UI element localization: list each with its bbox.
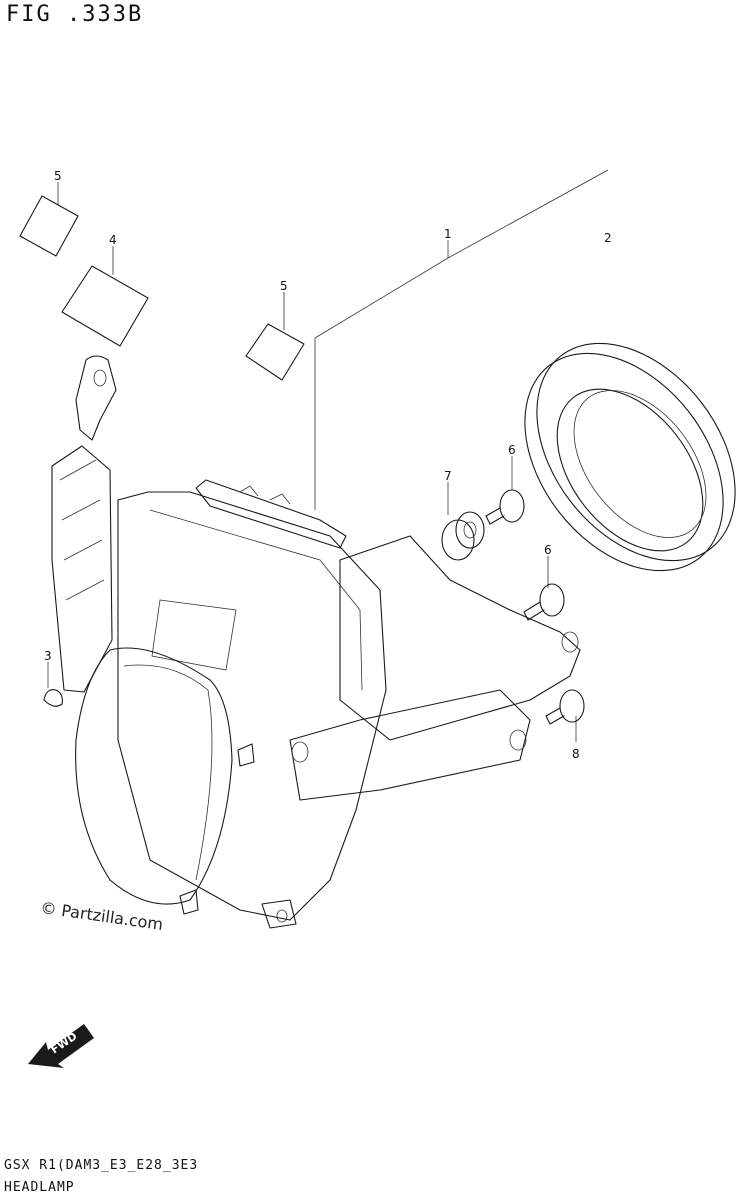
headlamp-assembly-1 — [51, 355, 581, 929]
label-sticker-5b — [245, 323, 305, 381]
fwd-arrow-icon: FWD — [28, 1024, 94, 1068]
model-code: GSX R1(DAM3_E3_E28_3E3 — [4, 1158, 199, 1173]
leader-lines — [47, 169, 609, 742]
screw-6b — [523, 583, 565, 621]
callout-1: 1 — [444, 227, 452, 241]
screw-8 — [545, 689, 585, 725]
callout-5a: 5 — [54, 169, 62, 183]
callout-6b: 6 — [544, 543, 552, 557]
label-sticker-4 — [61, 265, 149, 347]
callout-8: 8 — [572, 747, 580, 761]
callout-7: 7 — [444, 469, 452, 483]
section-name: HEADLAMP — [4, 1180, 75, 1195]
callout-5b: 5 — [280, 279, 288, 293]
callout-4: 4 — [109, 233, 117, 247]
screw-6a — [485, 489, 525, 525]
bulb-3 — [43, 689, 63, 707]
callout-3: 3 — [44, 649, 52, 663]
figure-title: FIG .333B — [6, 2, 144, 27]
headlamp-ring-2 — [524, 342, 736, 572]
grommet-7 — [441, 511, 485, 561]
callout-2: 2 — [604, 231, 612, 245]
label-sticker-5a — [19, 195, 79, 257]
callout-6a: 6 — [508, 443, 516, 457]
